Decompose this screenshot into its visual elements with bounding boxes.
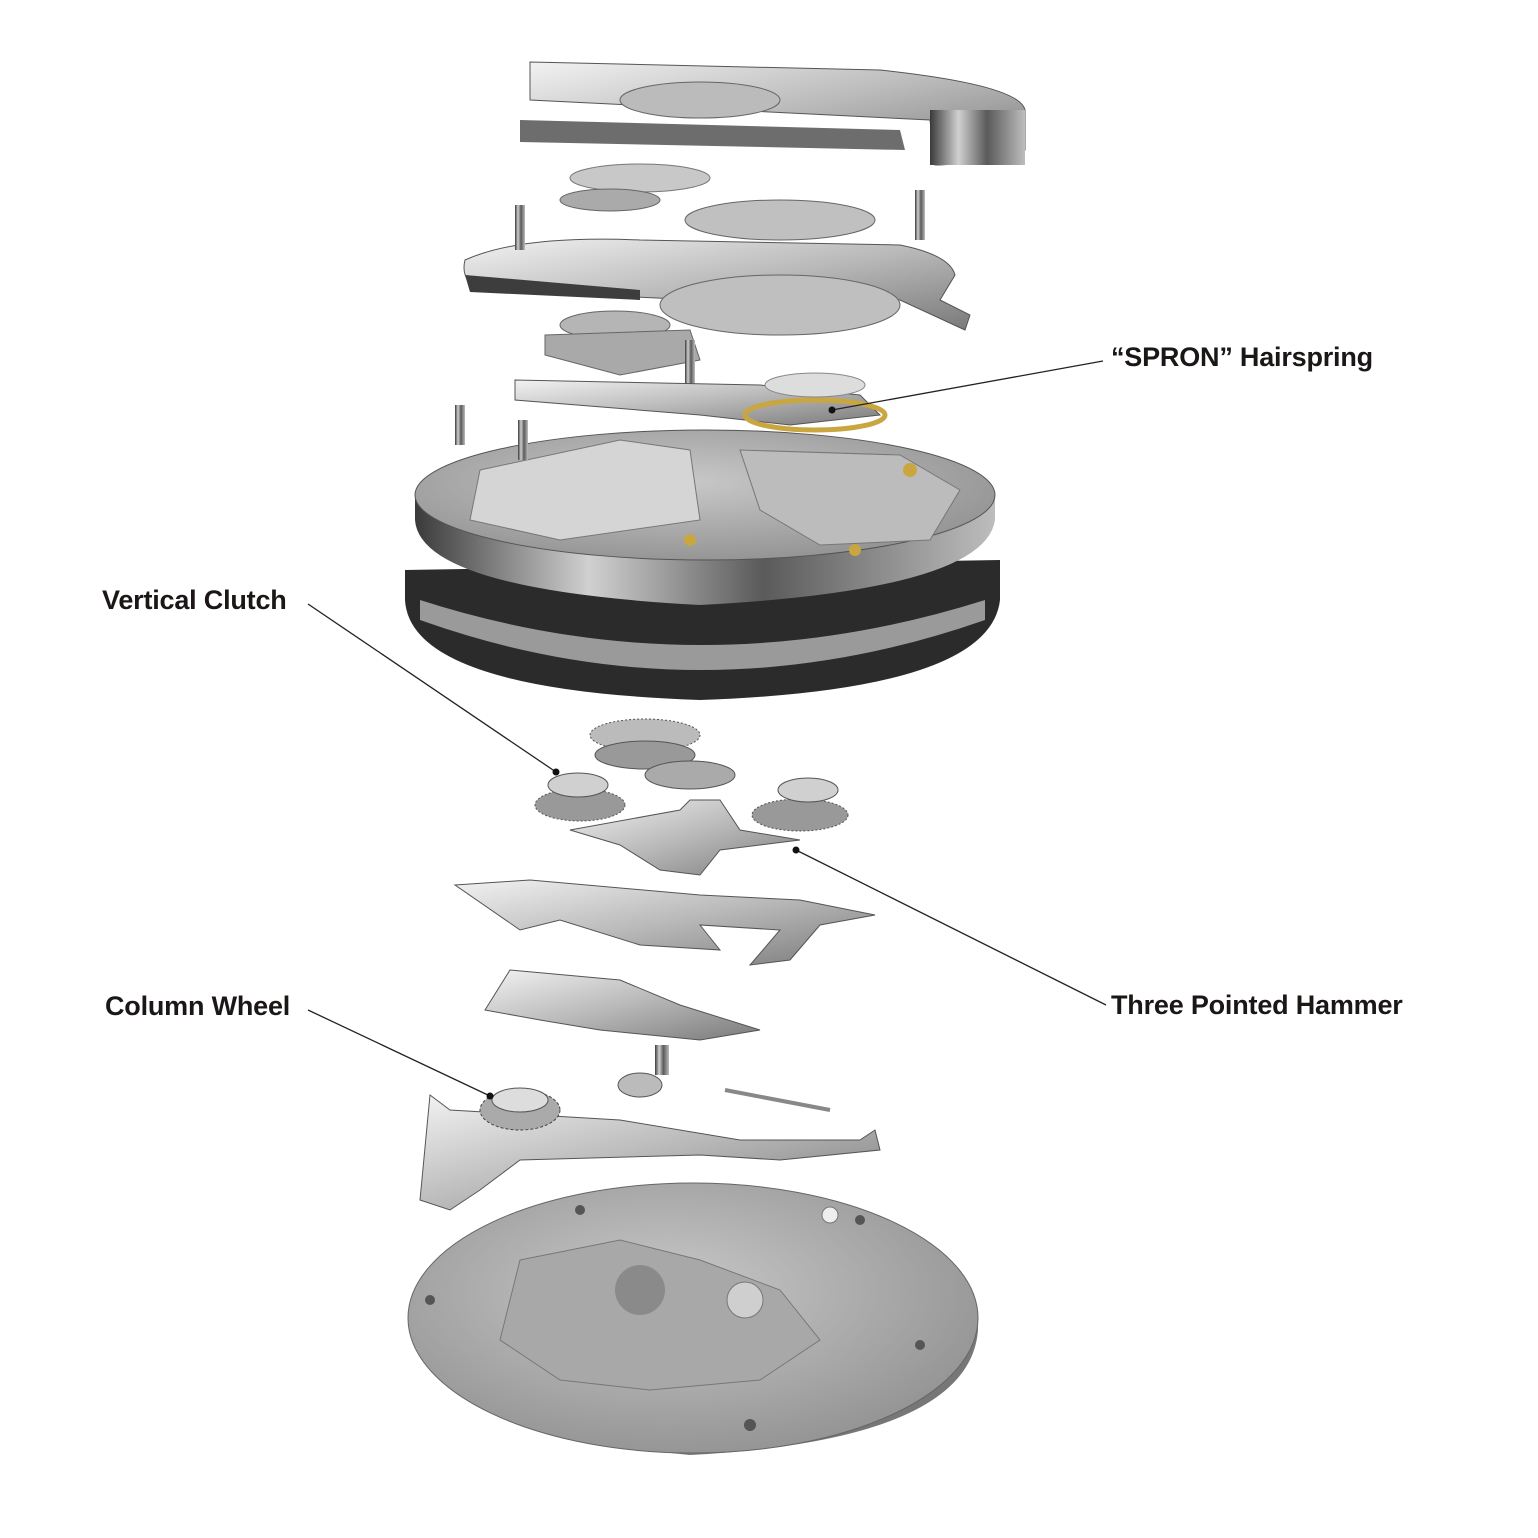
vertical-clutch-leader: [307, 603, 557, 773]
rotor-bridge: [520, 61, 1026, 166]
chronograph-wheels: [534, 718, 849, 876]
label-column-wheel: Column Wheel: [105, 991, 291, 1021]
label-hairspring: “SPRON” Hairspring: [1111, 342, 1373, 372]
label-vertical-clutch: Vertical Clutch: [102, 585, 287, 615]
column-wheel-leader: [307, 1009, 491, 1097]
three-pointed-hammer-leader-dot: [792, 846, 800, 854]
gear-train-bridge: [463, 163, 971, 385]
column-wheel-leader-dot: [486, 1092, 494, 1100]
vertical-clutch-leader-dot: [552, 768, 560, 776]
base-plate: [407, 1182, 979, 1455]
column-wheel: [479, 1045, 669, 1131]
three-pointed-hammer-leader: [795, 849, 1107, 1006]
main-plate-assembly: [405, 405, 1000, 700]
hairspring-leader-dot: [828, 406, 836, 414]
balance-bridge: [514, 372, 888, 433]
chronograph-levers: [419, 879, 881, 1211]
leader-lines: [307, 360, 1107, 1097]
hairspring-leader: [831, 360, 1104, 411]
label-three-pointed-hammer: Three Pointed Hammer: [1111, 990, 1403, 1020]
